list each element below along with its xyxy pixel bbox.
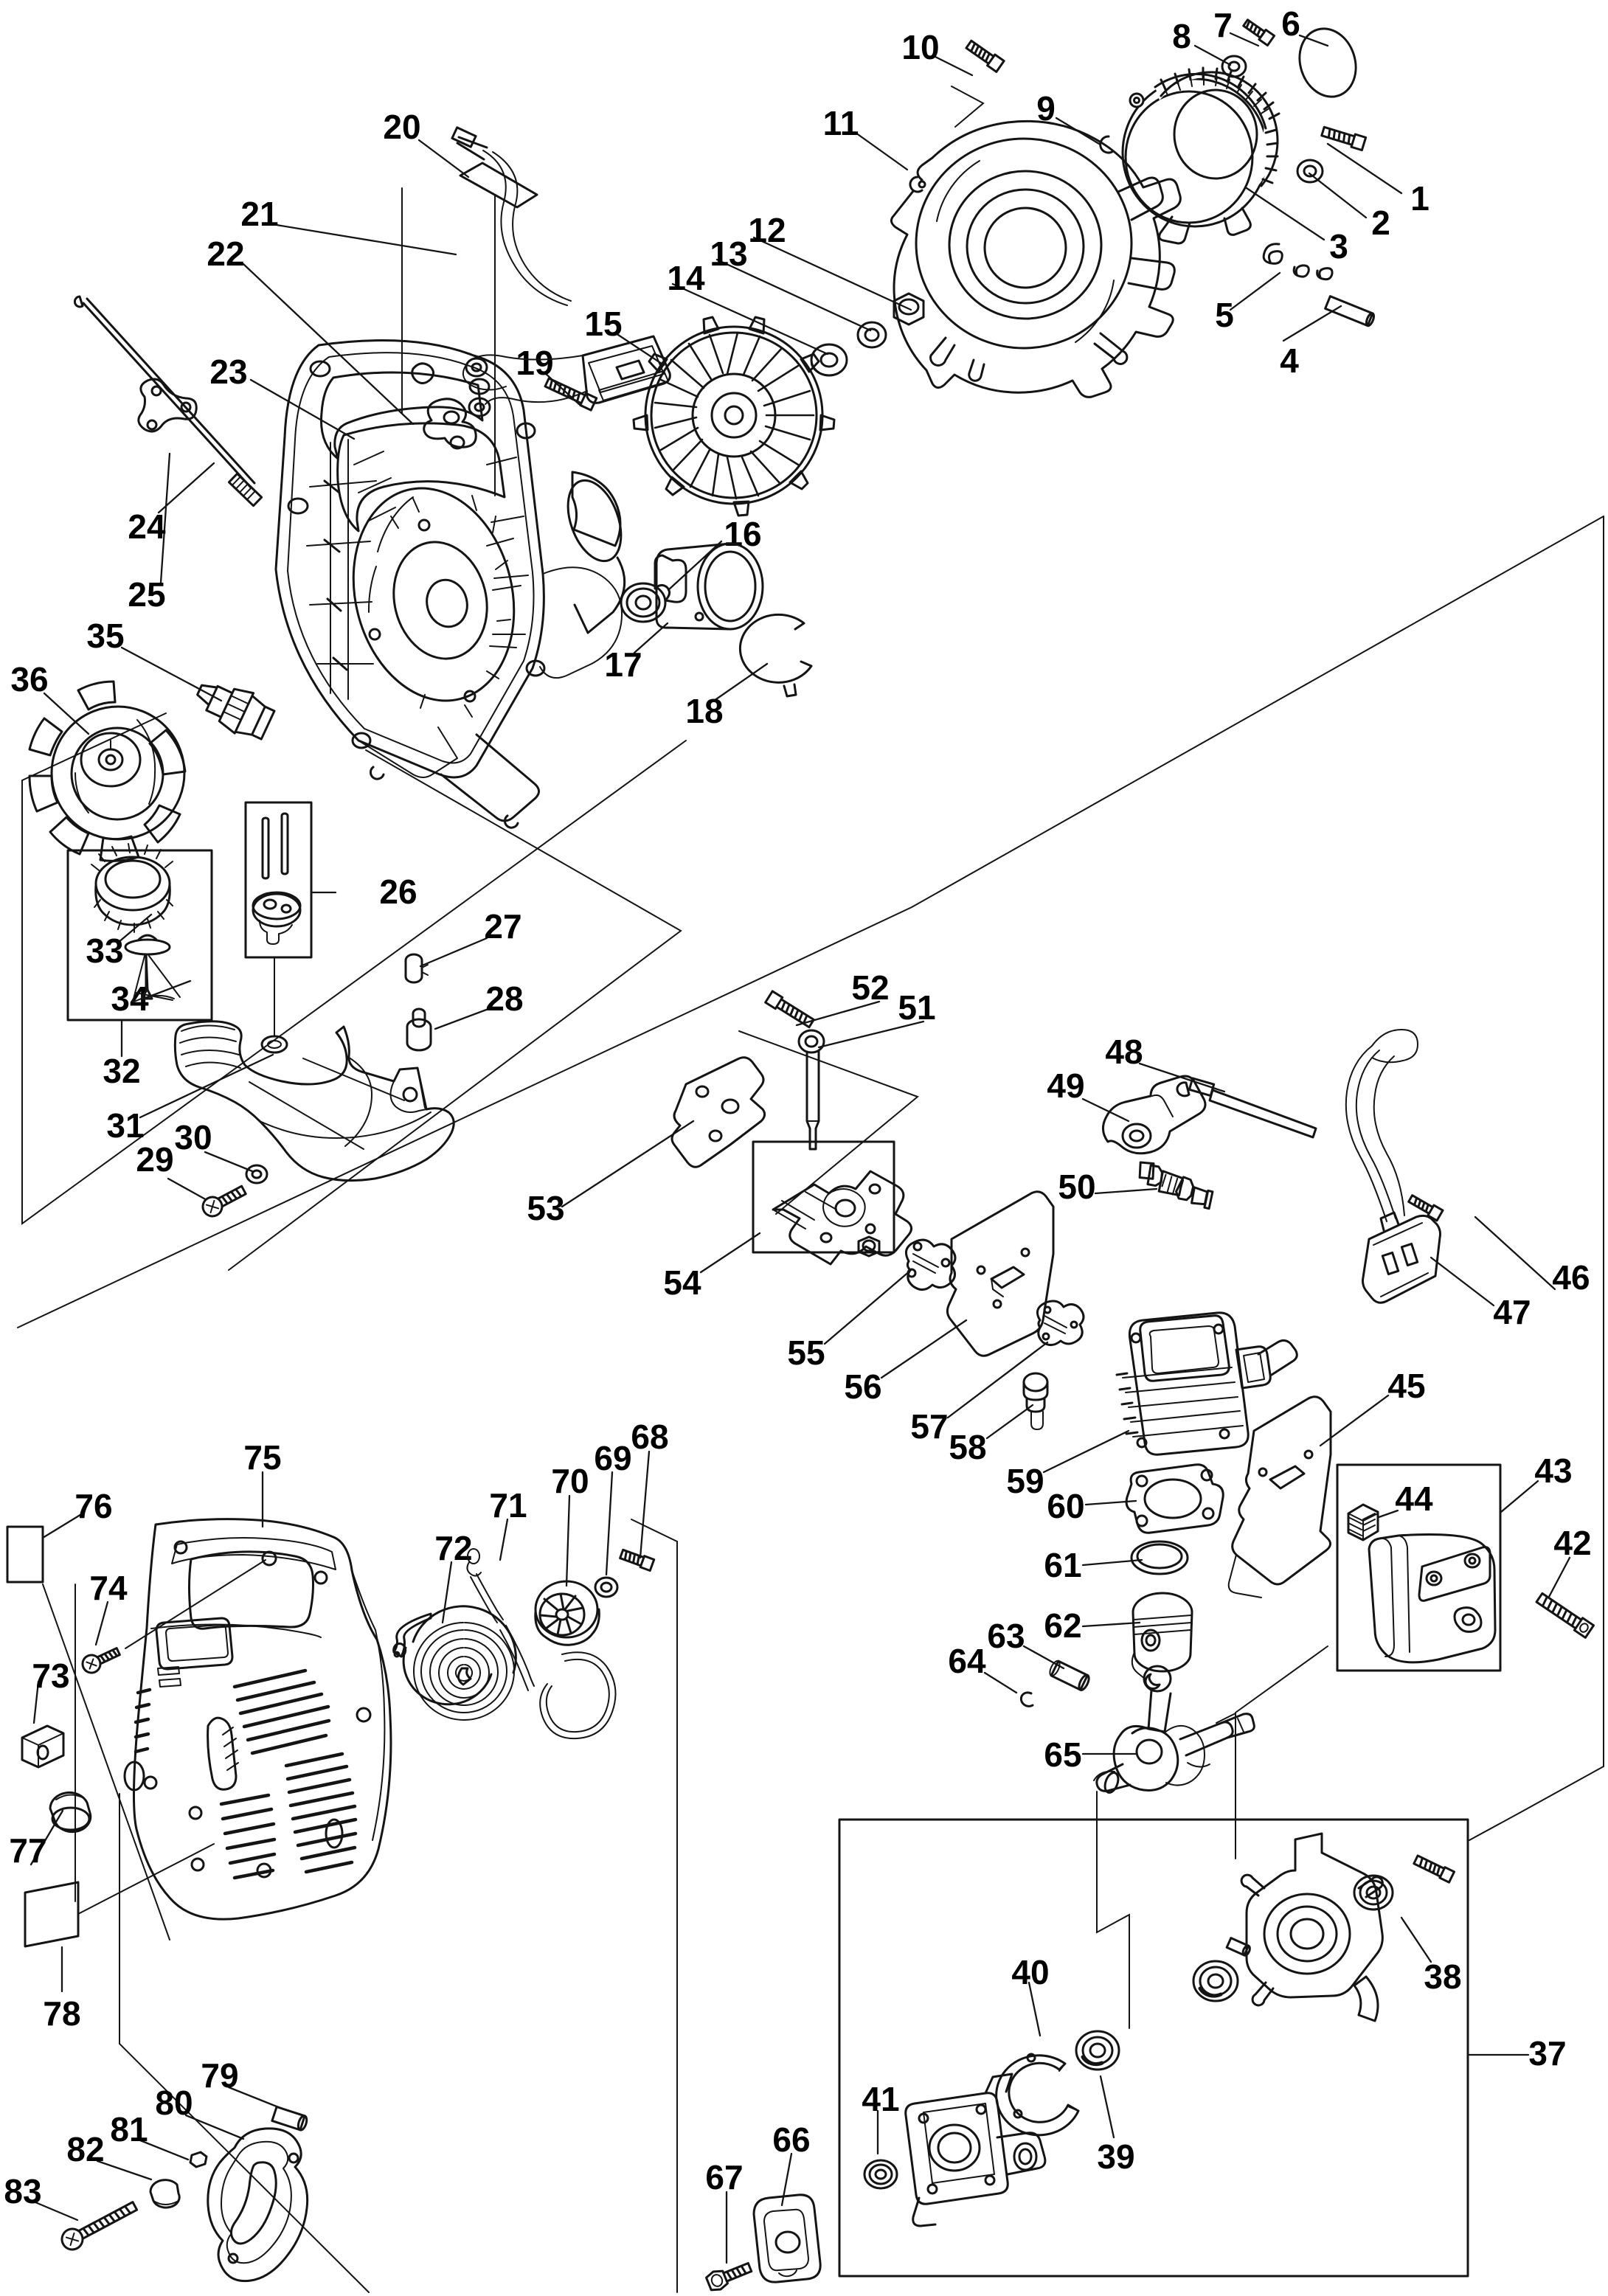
svg-text:74: 74 xyxy=(89,1569,128,1607)
svg-text:2: 2 xyxy=(1371,204,1390,242)
svg-text:26: 26 xyxy=(379,873,417,911)
svg-text:43: 43 xyxy=(1534,1452,1572,1490)
svg-text:8: 8 xyxy=(1172,17,1191,55)
svg-text:47: 47 xyxy=(1493,1293,1531,1331)
svg-text:10: 10 xyxy=(901,28,939,66)
svg-text:83: 83 xyxy=(4,2172,41,2210)
svg-text:18: 18 xyxy=(685,692,723,730)
svg-text:68: 68 xyxy=(631,1418,668,1456)
svg-text:69: 69 xyxy=(594,1439,631,1477)
svg-text:4: 4 xyxy=(1280,341,1299,380)
svg-text:14: 14 xyxy=(667,259,705,297)
svg-text:24: 24 xyxy=(128,507,166,546)
svg-text:56: 56 xyxy=(844,1367,881,1406)
svg-text:35: 35 xyxy=(86,617,124,655)
svg-text:73: 73 xyxy=(32,1657,69,1695)
svg-text:57: 57 xyxy=(910,1407,948,1446)
svg-text:30: 30 xyxy=(174,1118,212,1156)
svg-text:39: 39 xyxy=(1097,2137,1134,2176)
svg-text:29: 29 xyxy=(136,1140,173,1179)
svg-text:1: 1 xyxy=(1410,179,1429,218)
svg-text:66: 66 xyxy=(772,2120,810,2159)
svg-text:61: 61 xyxy=(1044,1546,1081,1584)
svg-text:65: 65 xyxy=(1044,1735,1081,1774)
svg-text:48: 48 xyxy=(1105,1033,1143,1071)
svg-text:81: 81 xyxy=(110,2110,148,2148)
svg-text:38: 38 xyxy=(1424,1957,1461,1996)
svg-text:20: 20 xyxy=(383,108,420,146)
svg-text:42: 42 xyxy=(1553,1524,1591,1562)
svg-text:67: 67 xyxy=(705,2158,743,2196)
svg-text:41: 41 xyxy=(862,2080,899,2118)
svg-text:17: 17 xyxy=(604,645,642,684)
svg-text:15: 15 xyxy=(584,305,622,343)
svg-text:82: 82 xyxy=(66,2130,104,2168)
svg-text:40: 40 xyxy=(1011,1953,1049,1991)
svg-text:71: 71 xyxy=(489,1486,527,1525)
svg-text:77: 77 xyxy=(9,1831,46,1870)
svg-text:22: 22 xyxy=(207,235,244,273)
svg-text:23: 23 xyxy=(209,353,247,391)
svg-text:6: 6 xyxy=(1281,4,1300,43)
svg-text:60: 60 xyxy=(1047,1487,1084,1525)
svg-text:7: 7 xyxy=(1213,6,1233,44)
svg-text:44: 44 xyxy=(1395,1480,1433,1518)
svg-text:78: 78 xyxy=(43,1994,80,2033)
svg-text:52: 52 xyxy=(851,968,889,1007)
svg-text:55: 55 xyxy=(787,1333,825,1372)
svg-text:51: 51 xyxy=(898,988,935,1027)
svg-text:62: 62 xyxy=(1044,1606,1081,1645)
svg-text:25: 25 xyxy=(128,575,165,614)
svg-text:76: 76 xyxy=(74,1487,112,1525)
svg-text:11: 11 xyxy=(823,104,859,142)
svg-text:75: 75 xyxy=(243,1438,281,1477)
svg-text:59: 59 xyxy=(1006,1462,1044,1500)
svg-text:33: 33 xyxy=(86,932,123,970)
svg-text:12: 12 xyxy=(748,211,786,249)
svg-text:19: 19 xyxy=(516,344,553,382)
svg-text:46: 46 xyxy=(1552,1258,1590,1297)
svg-text:49: 49 xyxy=(1047,1067,1084,1105)
svg-text:37: 37 xyxy=(1528,2034,1566,2073)
svg-text:45: 45 xyxy=(1387,1367,1425,1405)
svg-text:54: 54 xyxy=(663,1263,701,1302)
svg-text:50: 50 xyxy=(1058,1168,1095,1206)
svg-text:64: 64 xyxy=(948,1642,986,1680)
svg-text:70: 70 xyxy=(551,1462,589,1500)
svg-text:58: 58 xyxy=(949,1428,986,1466)
svg-text:13: 13 xyxy=(710,235,747,273)
svg-text:27: 27 xyxy=(484,907,521,946)
svg-text:5: 5 xyxy=(1215,296,1234,334)
svg-text:31: 31 xyxy=(106,1106,144,1145)
svg-text:80: 80 xyxy=(155,2084,193,2122)
svg-text:53: 53 xyxy=(527,1189,564,1227)
svg-text:79: 79 xyxy=(201,2056,238,2095)
svg-text:72: 72 xyxy=(434,1529,472,1567)
svg-text:28: 28 xyxy=(485,979,523,1018)
svg-text:21: 21 xyxy=(240,195,278,233)
svg-text:3: 3 xyxy=(1329,227,1348,266)
svg-text:63: 63 xyxy=(987,1617,1025,1655)
svg-text:36: 36 xyxy=(10,660,48,698)
svg-text:32: 32 xyxy=(103,1052,140,1090)
